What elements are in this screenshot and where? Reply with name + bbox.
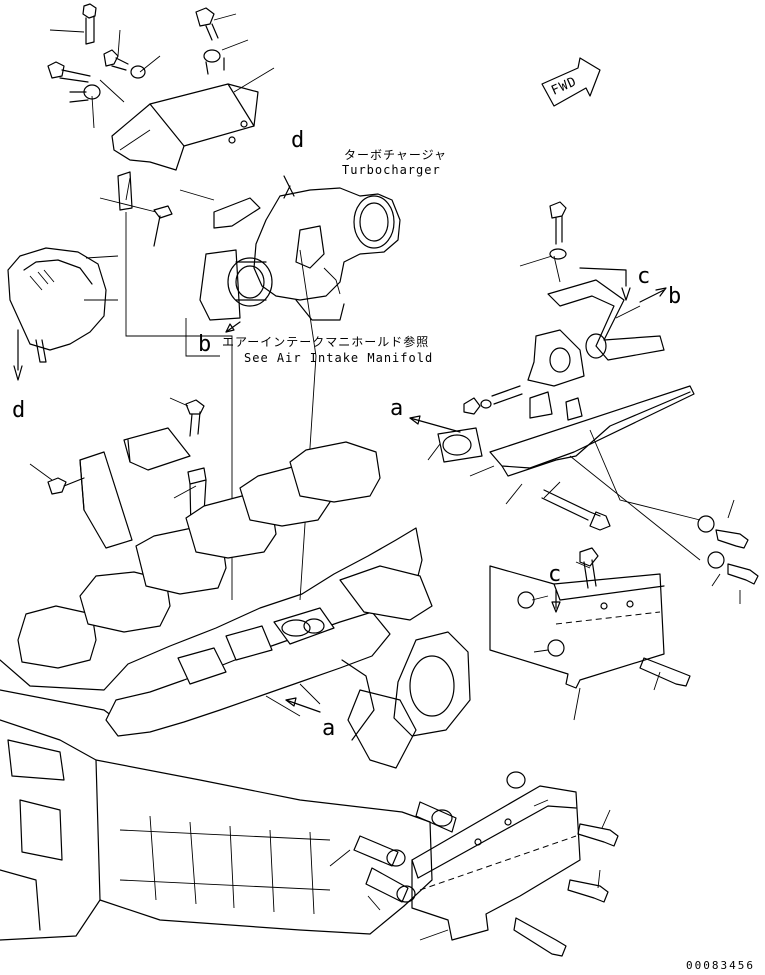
fwd-arrow	[541, 57, 601, 107]
callout-c-mid: c	[548, 562, 562, 587]
exhaust-manifold	[105, 565, 433, 741]
callout-c-top: c	[637, 264, 651, 289]
right-bolts-group	[517, 489, 759, 691]
callout-b-right: b	[668, 284, 682, 309]
engine-block	[0, 441, 471, 941]
turbocharger-label-jp: ターボチャージャ	[344, 148, 448, 162]
indicator-arrows	[225, 321, 561, 713]
callout-d-top: d	[291, 128, 305, 153]
callout-a-top: a	[390, 396, 404, 421]
air-intake-label-en: See Air Intake Manifold	[244, 351, 434, 365]
callout-a-mid: a	[322, 716, 336, 741]
callout-d-left: d	[12, 398, 26, 423]
right-long-plate	[427, 385, 695, 505]
upper-heat-shield	[111, 67, 275, 171]
right-upper-bracket	[519, 201, 667, 387]
air-intake-label-jp: エアーインテークマニホールド参照	[222, 335, 430, 349]
turbocharger-label-en: Turbocharger	[342, 163, 441, 177]
callout-b-left: b	[198, 332, 212, 357]
right-middle-shield	[489, 565, 665, 721]
top-bolts-group	[47, 3, 249, 129]
part-code: 00083456	[686, 959, 755, 972]
left-heat-shield	[7, 247, 119, 381]
lower-heat-shield	[329, 771, 619, 957]
turbocharger	[99, 171, 401, 321]
